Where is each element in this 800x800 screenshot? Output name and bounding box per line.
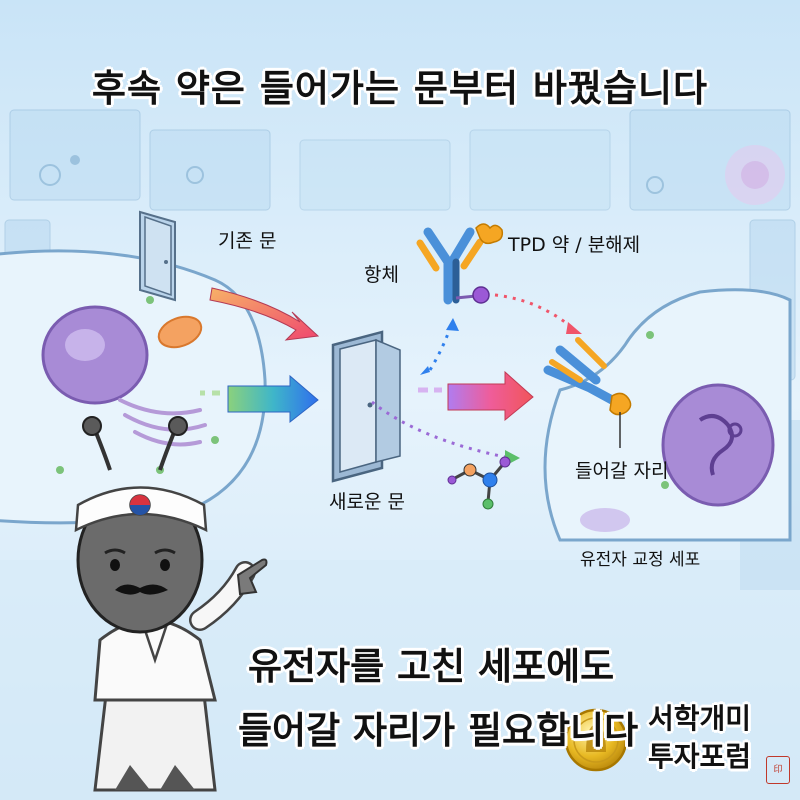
- brand-line-2: 투자포럼: [648, 740, 752, 773]
- original-cell: [0, 249, 267, 525]
- label-tpd-drug: TPD 약 / 분해제: [508, 234, 641, 256]
- arrow-old-door: [209, 287, 320, 341]
- molecule-icon: [447, 456, 511, 510]
- docked-antibody-icon: [543, 337, 632, 448]
- label-edited-cell: 유전자 교정 세포: [580, 550, 701, 570]
- caption-line-1: 유전자를 고친 세포에도: [248, 645, 615, 688]
- seal-stamp: 印: [766, 756, 790, 784]
- antibody-icon: [416, 223, 504, 305]
- label-entry-site: 들어갈 자리: [575, 460, 669, 482]
- edited-cell: [543, 288, 792, 542]
- arrow-door-to-cell: [418, 370, 534, 422]
- label-antibody: 항체: [364, 264, 399, 286]
- new-door-icon: [331, 330, 401, 483]
- old-door-icon: [139, 210, 176, 302]
- arrow-cell-to-door: [200, 374, 319, 424]
- dotted-path-antibody: [428, 321, 454, 371]
- coin-icon: [564, 708, 628, 772]
- caption-line-2: 들어갈 자리가 필요합니다: [238, 709, 639, 752]
- label-old-door: 기존 문: [218, 230, 277, 252]
- label-new-door: 새로운 문: [329, 491, 405, 513]
- mascot-character: [74, 416, 268, 792]
- brand-line-1: 서학개미: [648, 702, 752, 735]
- page-title: 후속 약은 들어가는 문부터 바꿨습니다: [91, 67, 709, 110]
